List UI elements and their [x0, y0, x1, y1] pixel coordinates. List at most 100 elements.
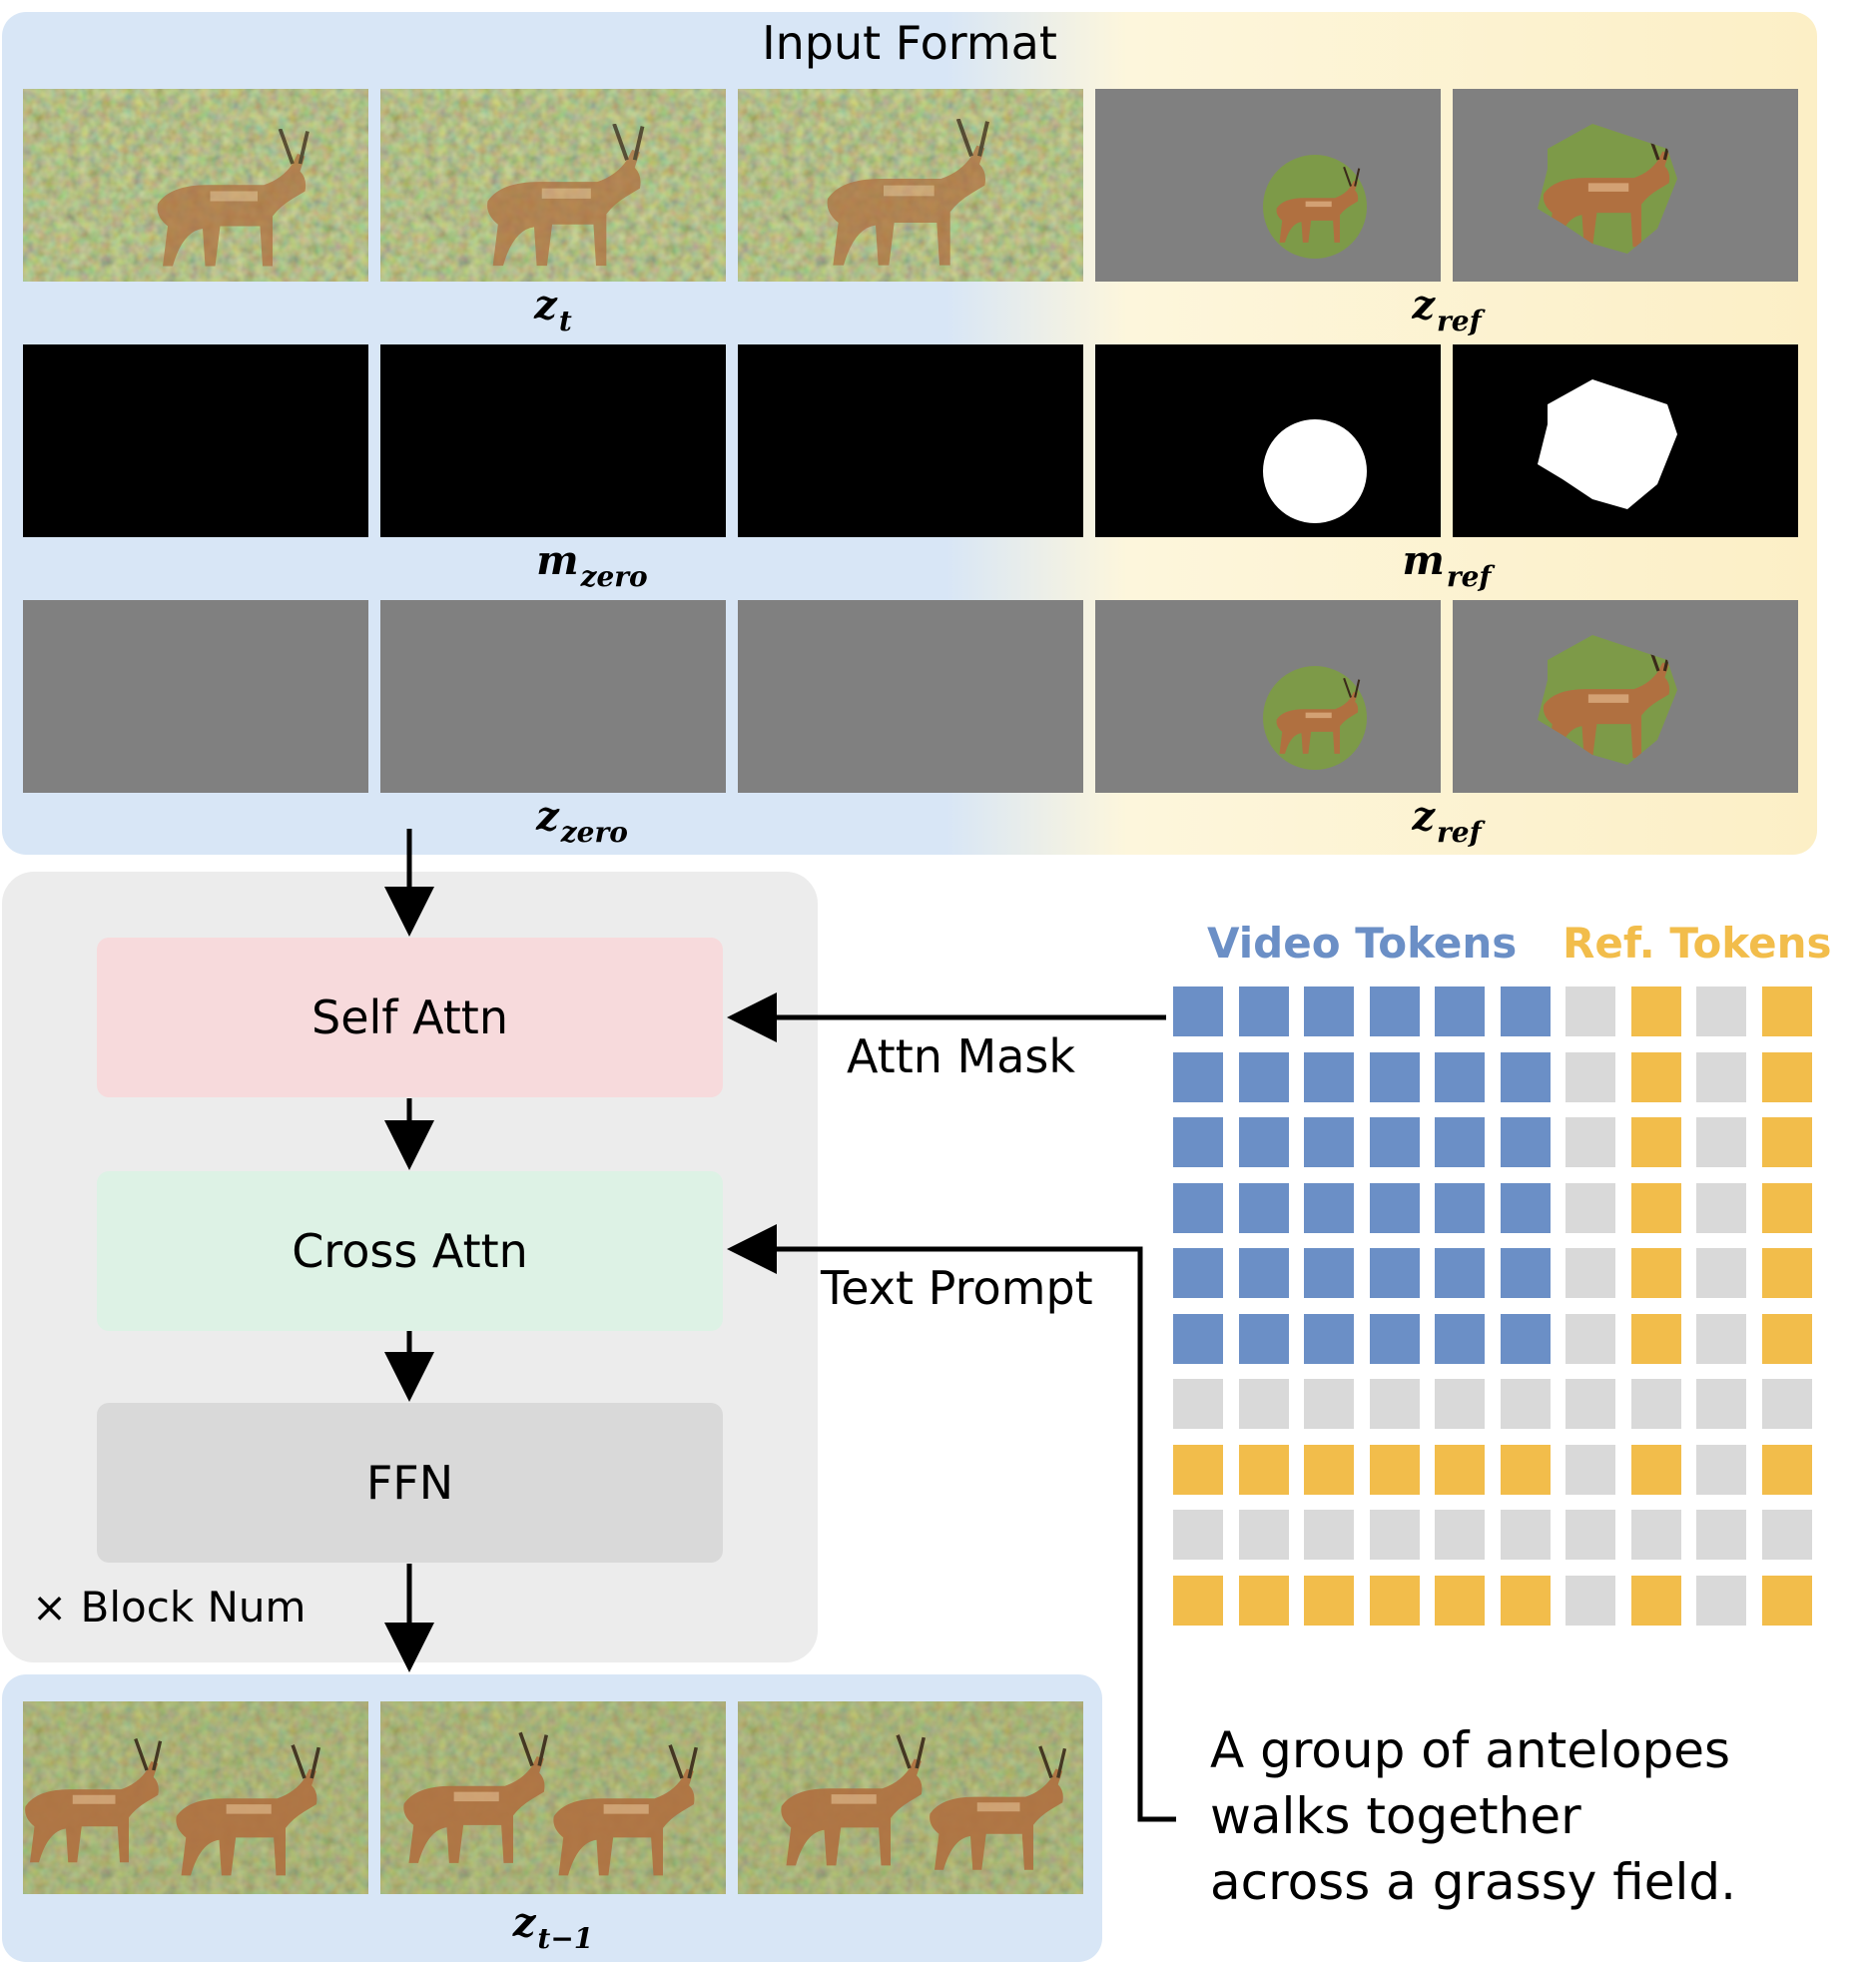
token-cell — [1500, 1182, 1551, 1233]
token-cell — [1500, 1117, 1551, 1167]
token-cell — [1630, 1510, 1681, 1560]
token-cell — [1761, 1313, 1812, 1364]
token-cell — [1630, 1051, 1681, 1102]
token-cell — [1238, 1182, 1289, 1233]
noisy-frame-2 — [380, 89, 726, 282]
token-cell — [1173, 1444, 1223, 1495]
token-cell — [1500, 1313, 1551, 1364]
token-cell — [1238, 1117, 1289, 1167]
token-cell — [1369, 1051, 1420, 1102]
token-cell — [1173, 1117, 1223, 1167]
token-cell — [1565, 1117, 1615, 1167]
token-cell — [1304, 1051, 1354, 1102]
output-frame-3 — [738, 1701, 1083, 1894]
output-frame-2 — [380, 1701, 726, 1894]
zero-mask-1 — [23, 344, 368, 537]
token-cell — [1173, 986, 1223, 1036]
token-cell — [1435, 1575, 1485, 1626]
token-cell — [1435, 1313, 1485, 1364]
zero-latent-2 — [380, 600, 726, 793]
label-m-zero: mzero — [536, 537, 648, 593]
token-cell — [1435, 986, 1485, 1036]
token-cell — [1369, 1182, 1420, 1233]
ffn-layer: FFN — [97, 1403, 723, 1563]
token-cell — [1369, 1510, 1420, 1560]
token-cell — [1696, 986, 1746, 1036]
zero-mask-2 — [380, 344, 726, 537]
token-cell — [1238, 1510, 1289, 1560]
token-cell — [1304, 1117, 1354, 1167]
token-cell — [1238, 1248, 1289, 1298]
prompt-line-2: walks together — [1210, 1787, 1581, 1845]
arrow-text-prompt — [727, 1224, 1176, 1822]
token-cell — [1369, 986, 1420, 1036]
panel-title: Input Format — [762, 16, 1057, 70]
label-z-t: zt — [534, 282, 572, 337]
token-cell — [1761, 1444, 1812, 1495]
token-cell — [1369, 1313, 1420, 1364]
token-cell — [1630, 1444, 1681, 1495]
token-cell — [1565, 1379, 1615, 1429]
token-cell — [1761, 1182, 1812, 1233]
token-cell — [1565, 1575, 1615, 1626]
token-cell — [1630, 1313, 1681, 1364]
token-cell — [1500, 1575, 1551, 1626]
token-cell — [1304, 1510, 1354, 1560]
token-cell — [1238, 1379, 1289, 1429]
token-cell — [1435, 1444, 1485, 1495]
reference-frame-circle — [1095, 89, 1441, 282]
token-cell — [1565, 1313, 1615, 1364]
label-z-zero: zzero — [536, 793, 628, 849]
reference-frame-blob — [1453, 89, 1798, 282]
token-cell — [1565, 1182, 1615, 1233]
token-cell — [1238, 1313, 1289, 1364]
cross-attn-layer: Cross Attn — [97, 1171, 723, 1331]
token-cell — [1630, 986, 1681, 1036]
noisy-frame-3 — [738, 89, 1083, 282]
token-cell — [1565, 1051, 1615, 1102]
token-cell — [1696, 1117, 1746, 1167]
token-cell — [1500, 1379, 1551, 1429]
token-cell — [1565, 1248, 1615, 1298]
token-cell — [1630, 1379, 1681, 1429]
token-cell — [1304, 1248, 1354, 1298]
token-cell — [1173, 1248, 1223, 1298]
token-cell — [1435, 1510, 1485, 1560]
token-cell — [1173, 1313, 1223, 1364]
token-cell — [1369, 1379, 1420, 1429]
token-cell — [1630, 1117, 1681, 1167]
output-frame-1 — [23, 1701, 368, 1894]
token-cell — [1304, 1379, 1354, 1429]
token-cell — [1565, 1444, 1615, 1495]
token-cell — [1696, 1379, 1746, 1429]
token-cell — [1435, 1051, 1485, 1102]
token-cell — [1435, 1379, 1485, 1429]
block-num-label: × Block Num — [32, 1583, 307, 1632]
zero-latent-1 — [23, 600, 368, 793]
token-cell — [1696, 1444, 1746, 1495]
token-cell — [1761, 1248, 1812, 1298]
token-cell — [1173, 1379, 1223, 1429]
label-m-ref: mref — [1402, 537, 1492, 593]
token-cell — [1761, 1051, 1812, 1102]
label-z-t-minus-1: zt−1 — [512, 1899, 594, 1955]
token-cell — [1500, 1051, 1551, 1102]
token-cell — [1435, 1117, 1485, 1167]
attention-mask-grid — [1173, 986, 1815, 1628]
token-cell — [1761, 1117, 1812, 1167]
token-cell — [1238, 1575, 1289, 1626]
token-cell — [1565, 1510, 1615, 1560]
token-cell — [1369, 1575, 1420, 1626]
text-prompt: A group of antelopes walks together acro… — [1210, 1717, 1849, 1915]
token-cell — [1500, 1510, 1551, 1560]
token-cell — [1630, 1575, 1681, 1626]
ref-tokens-legend: Ref. Tokens — [1563, 919, 1832, 968]
token-cell — [1369, 1117, 1420, 1167]
token-cell — [1304, 1313, 1354, 1364]
reference-latent-circle — [1095, 600, 1441, 793]
token-cell — [1761, 1575, 1812, 1626]
label-z-ref-top: zref — [1412, 282, 1482, 337]
token-cell — [1500, 986, 1551, 1036]
reference-mask-circle — [1095, 344, 1441, 537]
token-cell — [1565, 986, 1615, 1036]
